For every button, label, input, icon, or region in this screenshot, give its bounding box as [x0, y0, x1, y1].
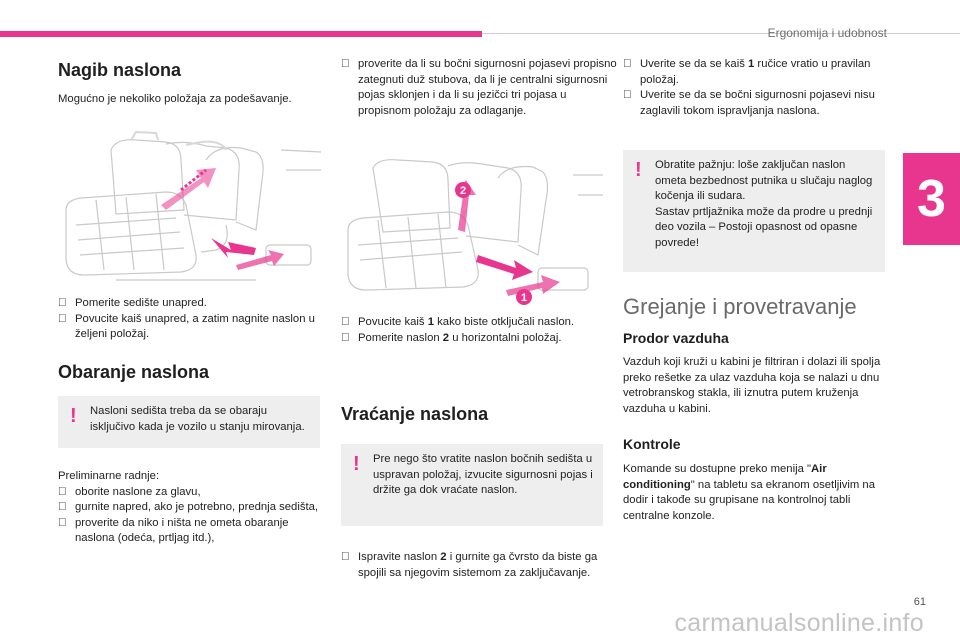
preliminary-steps: Preliminarne radnje: oborite naslone za… — [58, 469, 320, 547]
list-item: proverite da li su bočni sigurnosni poj… — [341, 57, 620, 119]
list-item: Uverite se da se kaiš 1 ručice vratio u… — [623, 57, 902, 88]
heading-obaranje-naslona: Obaranje naslona — [58, 362, 210, 382]
chapter-number: 3 — [917, 170, 946, 228]
heading-grejanje: Grejanje i provetravanje — [623, 294, 857, 319]
callout-2-icon — [455, 182, 471, 198]
list-item: Pomerite naslon 2 u horizontalni položa… — [341, 331, 620, 347]
warning-icon: ! — [70, 405, 77, 427]
bullet-marker-icon:  — [58, 296, 75, 312]
bullet-marker-icon:  — [341, 331, 358, 347]
belt-check-step: proverite da li su bočni sigurnosni poj… — [341, 57, 620, 119]
warning-note-3: ! Obratite pažnju: loše zaključan naslon… — [623, 150, 885, 272]
page-number: 61 — [913, 596, 926, 608]
watermark: carmanualsonline.info — [674, 609, 924, 637]
recline-steps: Pomerite sedište unapred. Povucite kai… — [58, 296, 337, 343]
list-item: gurnite napred, ako je potrebno, prednj… — [58, 500, 320, 516]
chapter-tab — [903, 153, 960, 245]
bullet-marker-icon:  — [58, 500, 75, 516]
bullet-marker-icon:  — [341, 550, 358, 566]
list-item: Pomerite sedište unapred. — [58, 296, 337, 312]
heading-vracanje-naslona: Vraćanje naslona — [341, 404, 489, 424]
callout-2-label: 2 — [460, 185, 466, 197]
fold-steps: Povucite kaiš 1 kako biste otključali n… — [341, 315, 620, 346]
callout-1-label: 1 — [521, 292, 527, 304]
callout-1-icon — [516, 289, 532, 305]
header-accent-bar — [0, 31, 482, 37]
list-item: Ispravite naslon 2 i gurnite ga čvrsto … — [341, 550, 620, 581]
list-item: Povucite kaiš 1 kako biste otključali n… — [341, 315, 620, 331]
prodor-text: Vazduh koji kruži u kabini je filtriran … — [623, 356, 881, 415]
section-title: Ergonomija i udobnost — [767, 26, 887, 40]
warning-text: Obratite pažnju: loše zaključan naslon o… — [655, 159, 873, 249]
warning-note-1: ! Nasloni sedišta treba da se obaraju is… — [58, 396, 320, 448]
bullet-marker-icon:  — [341, 315, 358, 331]
seat-recline-illustration — [65, 130, 322, 281]
warning-text: Nasloni sedišta treba da se obaraju iskl… — [90, 405, 305, 433]
header-rule — [482, 33, 960, 34]
list-item: oborite naslone za glavu, — [58, 485, 320, 501]
verify-steps: Uverite se da se kaiš 1 ručice vratio u… — [623, 57, 902, 119]
heading-nagib-naslona: Nagib naslona — [58, 60, 182, 80]
list-item: proverite da niko i ništa ne ometa obar… — [58, 516, 320, 547]
kontrole-text: Komande su dostupne preko menija "Air co… — [623, 463, 875, 522]
heading-kontrole: Kontrole — [623, 436, 681, 452]
heading-prodor-vazduha: Prodor vazduha — [623, 330, 729, 346]
return-step: Ispravite naslon 2 i gurnite ga čvrsto … — [341, 550, 620, 581]
list-item: Povucite kaiš unapred, a zatim nagnite … — [58, 312, 337, 343]
bullet-marker-icon:  — [58, 312, 75, 328]
seat-fold-illustration: 2 1 — [347, 159, 603, 305]
bullet-marker-icon:  — [623, 57, 640, 73]
bullet-marker-icon:  — [623, 88, 640, 104]
bullet-marker-icon:  — [341, 57, 358, 73]
warning-icon: ! — [635, 159, 642, 181]
preliminary-label: Preliminarne radnje: — [58, 470, 160, 482]
warning-icon: ! — [353, 453, 360, 475]
list-item: Uverite se da se bočni sigurnosni pojas… — [623, 88, 902, 119]
bullet-marker-icon:  — [58, 516, 75, 532]
warning-note-2: ! Pre nego što vratite naslon bočnih sed… — [341, 444, 603, 526]
bullet-marker-icon:  — [58, 485, 75, 501]
warning-text: Pre nego što vratite naslon bočnih sediš… — [373, 453, 593, 496]
intro-text: Mogućno je nekoliko položaja za podešava… — [58, 93, 292, 105]
